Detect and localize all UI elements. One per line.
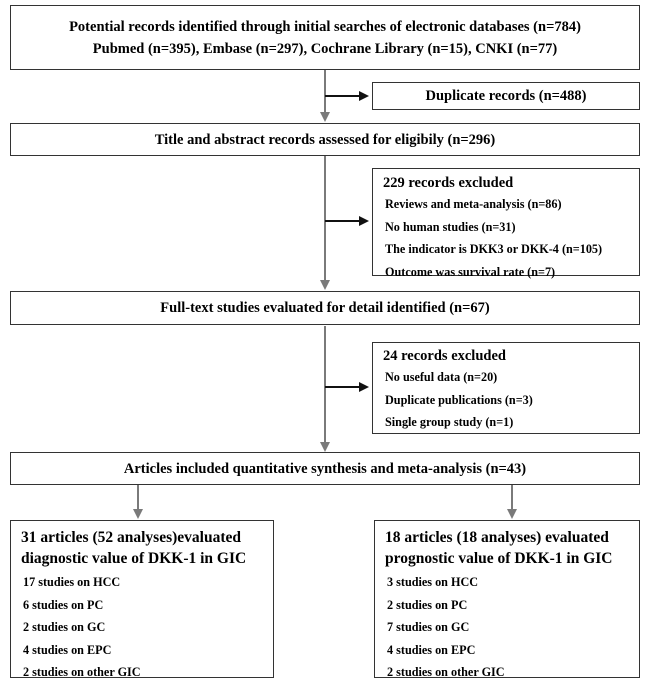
list-item: 4 studies on EPC <box>387 642 476 657</box>
list-item: 17 studies on HCC <box>23 575 121 589</box>
list-item: 2 studies on other GIC <box>23 665 141 679</box>
identification-line1: Potential records identified through ini… <box>69 18 581 35</box>
identification-line2: Pubmed (n=395), Embase (n=297), Cochrane… <box>92 40 558 57</box>
duplicates-label: Duplicate records (n=488) <box>425 88 587 104</box>
list-item: Reviews and meta-analysis (n=86) <box>385 197 562 211</box>
prognostic-title-line1: 18 articles (18 analyses) evaluated <box>385 529 609 546</box>
diagnostic-box: 31 articles (52 analyses)evaluated diagn… <box>10 520 274 679</box>
list-item: 2 studies on PC <box>387 597 468 612</box>
list-item: 4 studies on EPC <box>23 642 112 657</box>
list-item: 6 studies on PC <box>23 597 104 612</box>
prognostic-title-line2: prognostic value of DKK-1 in GIC <box>385 550 613 567</box>
fulltext-label: Full-text studies evaluated for detail i… <box>160 300 490 316</box>
diagnostic-title-line2: diagnostic value of DKK-1 in GIC <box>21 550 247 567</box>
excluded-fulltext-box: 24 records excluded No useful data (n=20… <box>372 342 640 434</box>
duplicates-box: Duplicate records (n=488) <box>372 82 640 110</box>
list-item: 7 studies on GC <box>387 620 470 634</box>
prognostic-box: 18 articles (18 analyses) evaluated prog… <box>374 520 640 679</box>
list-item: The indicator is DKK3 or DKK-4 (n=105) <box>385 242 603 256</box>
included-box: Articles included quantitative synthesis… <box>10 452 640 485</box>
excluded-screening-title: 229 records excluded <box>383 175 514 191</box>
fulltext-box: Full-text studies evaluated for detail i… <box>10 291 640 325</box>
list-item: Outcome was survival rate (n=7) <box>385 264 556 279</box>
list-item: 3 studies on HCC <box>387 575 479 589</box>
list-item: Duplicate publications (n=3) <box>385 392 533 407</box>
screening-box: Title and abstract records assessed for … <box>10 123 640 156</box>
diagnostic-title-line1: 31 articles (52 analyses)evaluated <box>21 529 241 546</box>
list-item: No useful data (n=20) <box>385 370 498 384</box>
included-label: Articles included quantitative synthesis… <box>123 460 527 477</box>
identification-box: Potential records identified through ini… <box>10 5 640 70</box>
excluded-fulltext-title: 24 records excluded <box>383 348 506 364</box>
screening-label: Title and abstract records assessed for … <box>154 131 496 148</box>
excluded-screening-box: 229 records excluded Reviews and meta-an… <box>372 168 640 279</box>
list-item: Single group study (n=1) <box>385 415 514 429</box>
list-item: 2 studies on other GIC <box>387 665 505 679</box>
list-item: 2 studies on GC <box>23 620 106 634</box>
list-item: No human studies (n=31) <box>385 219 516 234</box>
